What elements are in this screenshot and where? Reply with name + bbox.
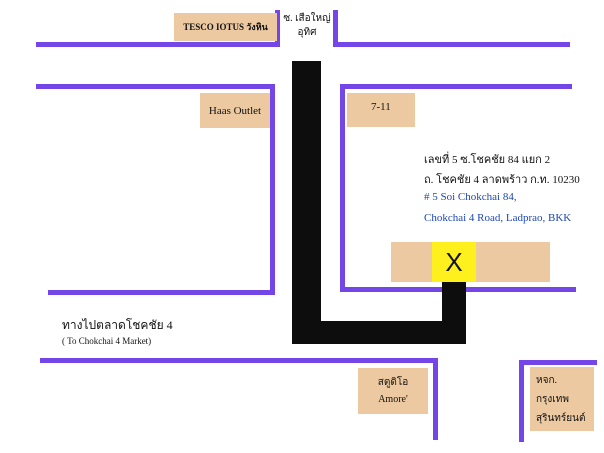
route-to-destination	[442, 282, 466, 344]
road-mid-left	[36, 84, 275, 89]
landmark-tesco: TESCO IOTUS วังหิน	[174, 13, 277, 41]
destination-marker-label: X	[445, 246, 463, 277]
road-top-left-vertical	[275, 10, 280, 47]
landmark-amore-line1: สตูดิโอ	[377, 377, 409, 388]
road-mid-right-vertical	[340, 84, 345, 292]
landmark-studio-amore: สตูดิโอ Amore'	[358, 368, 428, 414]
road-top-right	[333, 42, 570, 47]
road-bottom-right	[519, 360, 597, 365]
landmark-mansion-line3: สุรินทร์ยนต์	[536, 412, 586, 424]
road-bottom-right-vertical	[519, 360, 524, 442]
landmark-mansion-line1: หจก.	[536, 374, 558, 386]
landmark-haas-outlet: Haas Outlet	[200, 93, 270, 128]
market-direction-en: ( To Chokchai 4 Market)	[62, 336, 152, 346]
address-thai-line2: ถ. โชคชัย 4 ลาดพร้าว ก.ท. 10230	[424, 174, 580, 186]
road-top-right-vertical	[333, 10, 338, 47]
route-vertical	[292, 61, 321, 344]
landmark-tesco-label: TESCO IOTUS วังหิน	[183, 22, 268, 32]
road-mid-left-vertical	[270, 84, 275, 295]
landmark-haas-label: Haas Outlet	[208, 104, 262, 117]
street-name-line2: อุทิศ	[297, 27, 317, 38]
address-en-line1: # 5 Soi Chokchai 84,	[424, 191, 517, 203]
address-thai-line1: เลขที่ 5 ซ.โชคชัย 84 แยก 2	[424, 154, 551, 166]
market-direction-thai: ทางไปตลาดโชคชัย 4	[62, 318, 173, 332]
landmark-7-11: 7-11	[347, 93, 415, 127]
address-en-line2: Chokchai 4 Road, Ladprao, BKK	[424, 212, 572, 224]
road-bottom-vertical	[433, 358, 438, 440]
street-name-top: ซ. เสือใหญ่ อุทิศ	[282, 12, 332, 40]
destination-marker: X	[432, 242, 476, 282]
road-top-left	[36, 42, 278, 47]
road-bottom	[40, 358, 438, 363]
landmark-7-11-label: 7-11	[371, 101, 391, 113]
route-horizontal	[292, 321, 466, 344]
landmark-krungthep-surin: หจก. กรุงเทพ สุรินทร์ยนต์	[530, 367, 594, 431]
landmark-amore-line2: Amore'	[378, 394, 408, 405]
road-mid-right	[340, 84, 572, 89]
street-name-line1: ซ. เสือใหญ่	[283, 13, 331, 24]
landmark-mansion-line2: กรุงเทพ	[536, 393, 569, 405]
road-mid-left-bottom	[48, 290, 275, 295]
